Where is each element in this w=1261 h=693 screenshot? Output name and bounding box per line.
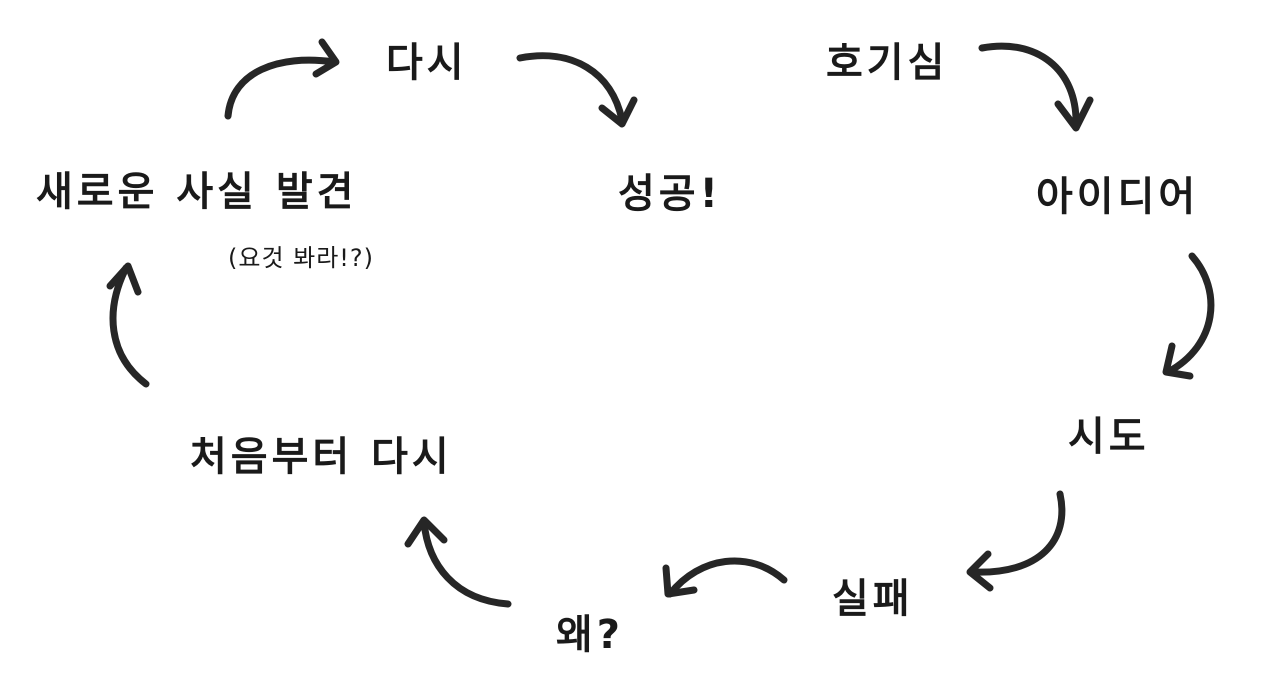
node-discovery-note: (요것 봐라!?) <box>228 244 374 272</box>
arrow-discovery-to-again <box>224 38 340 120</box>
arrow-curiosity-to-idea <box>978 42 1094 132</box>
node-again: 다시 <box>386 40 468 86</box>
arrow-why-to-restart <box>404 516 512 608</box>
node-why: 왜? <box>556 612 624 658</box>
arrow-again-to-success <box>516 52 638 128</box>
node-idea: 아이디어 <box>1036 174 1199 220</box>
node-success: 성공! <box>618 171 722 217</box>
arrow-idea-to-attempt <box>1162 252 1215 380</box>
arrow-attempt-to-failure <box>966 490 1066 592</box>
node-restart: 처음부터 다시 <box>190 434 453 480</box>
node-curiosity: 호기심 <box>826 40 948 86</box>
arrow-restart-to-discovery <box>106 262 150 388</box>
node-discovery: 새로운 사실 발견 <box>36 169 357 215</box>
node-attempt: 시도 <box>1068 414 1150 460</box>
node-failure: 실패 <box>832 576 914 622</box>
arrow-failure-to-why <box>662 557 788 598</box>
